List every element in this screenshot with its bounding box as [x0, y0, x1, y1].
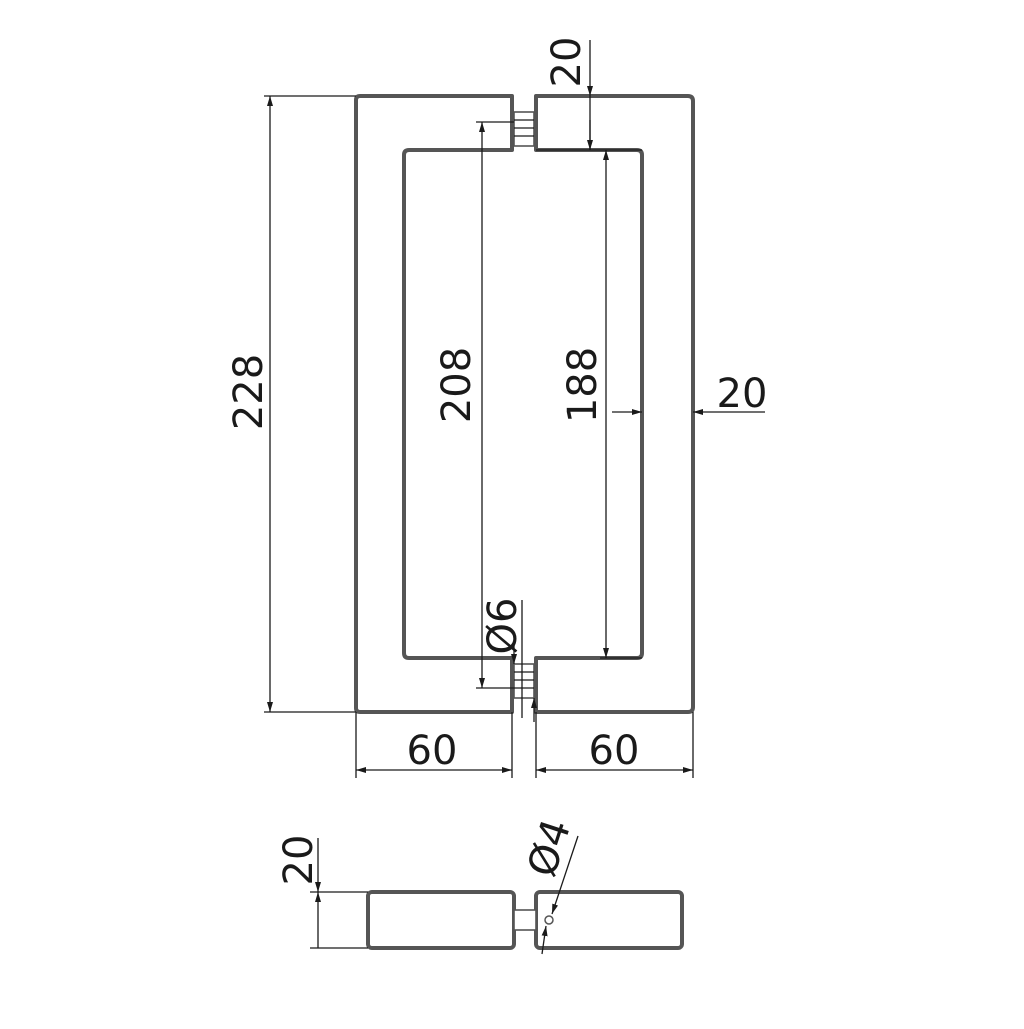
- dimension-thickness: 20: [276, 835, 368, 949]
- dimension-188: 188: [560, 149, 642, 659]
- dimension-60-right: 60: [535, 712, 694, 778]
- top-mounting-pin: [513, 111, 535, 147]
- left-projection-label: 60: [407, 728, 458, 774]
- left-bar-end: [366, 890, 516, 950]
- pin-diameter-label: Ø6: [480, 598, 526, 655]
- bar-depth-top-label: 20: [544, 37, 590, 88]
- front-view: 228 208 188 20 20: [226, 37, 767, 778]
- thickness-label: 20: [276, 835, 322, 886]
- bottom-view: 20 Ø4: [276, 814, 684, 955]
- pin-spacing-label: 208: [434, 347, 480, 423]
- right-handle-outline: [534, 94, 695, 714]
- inner-clearance-label: 188: [560, 347, 606, 423]
- right-projection-label: 60: [589, 728, 640, 774]
- dimension-pin-diameter: Ø6: [480, 598, 537, 722]
- dimension-228: 228: [226, 95, 356, 713]
- hole-diameter-label: Ø4: [519, 814, 580, 882]
- overall-height-label: 228: [226, 354, 272, 430]
- dimension-hole-diameter: Ø4: [519, 814, 580, 955]
- bar-width-label: 20: [717, 371, 768, 417]
- dimension-60-left: 60: [355, 712, 513, 778]
- right-bar-end: [534, 890, 684, 950]
- dimension-bar-depth-top: 20: [536, 37, 600, 151]
- dimension-208: 208: [434, 121, 514, 689]
- bottom-mounting-pin: [513, 663, 535, 699]
- dimension-bar-width: 20: [612, 371, 767, 417]
- bottom-view-pin: [513, 909, 537, 931]
- set-screw-hole: [544, 915, 554, 925]
